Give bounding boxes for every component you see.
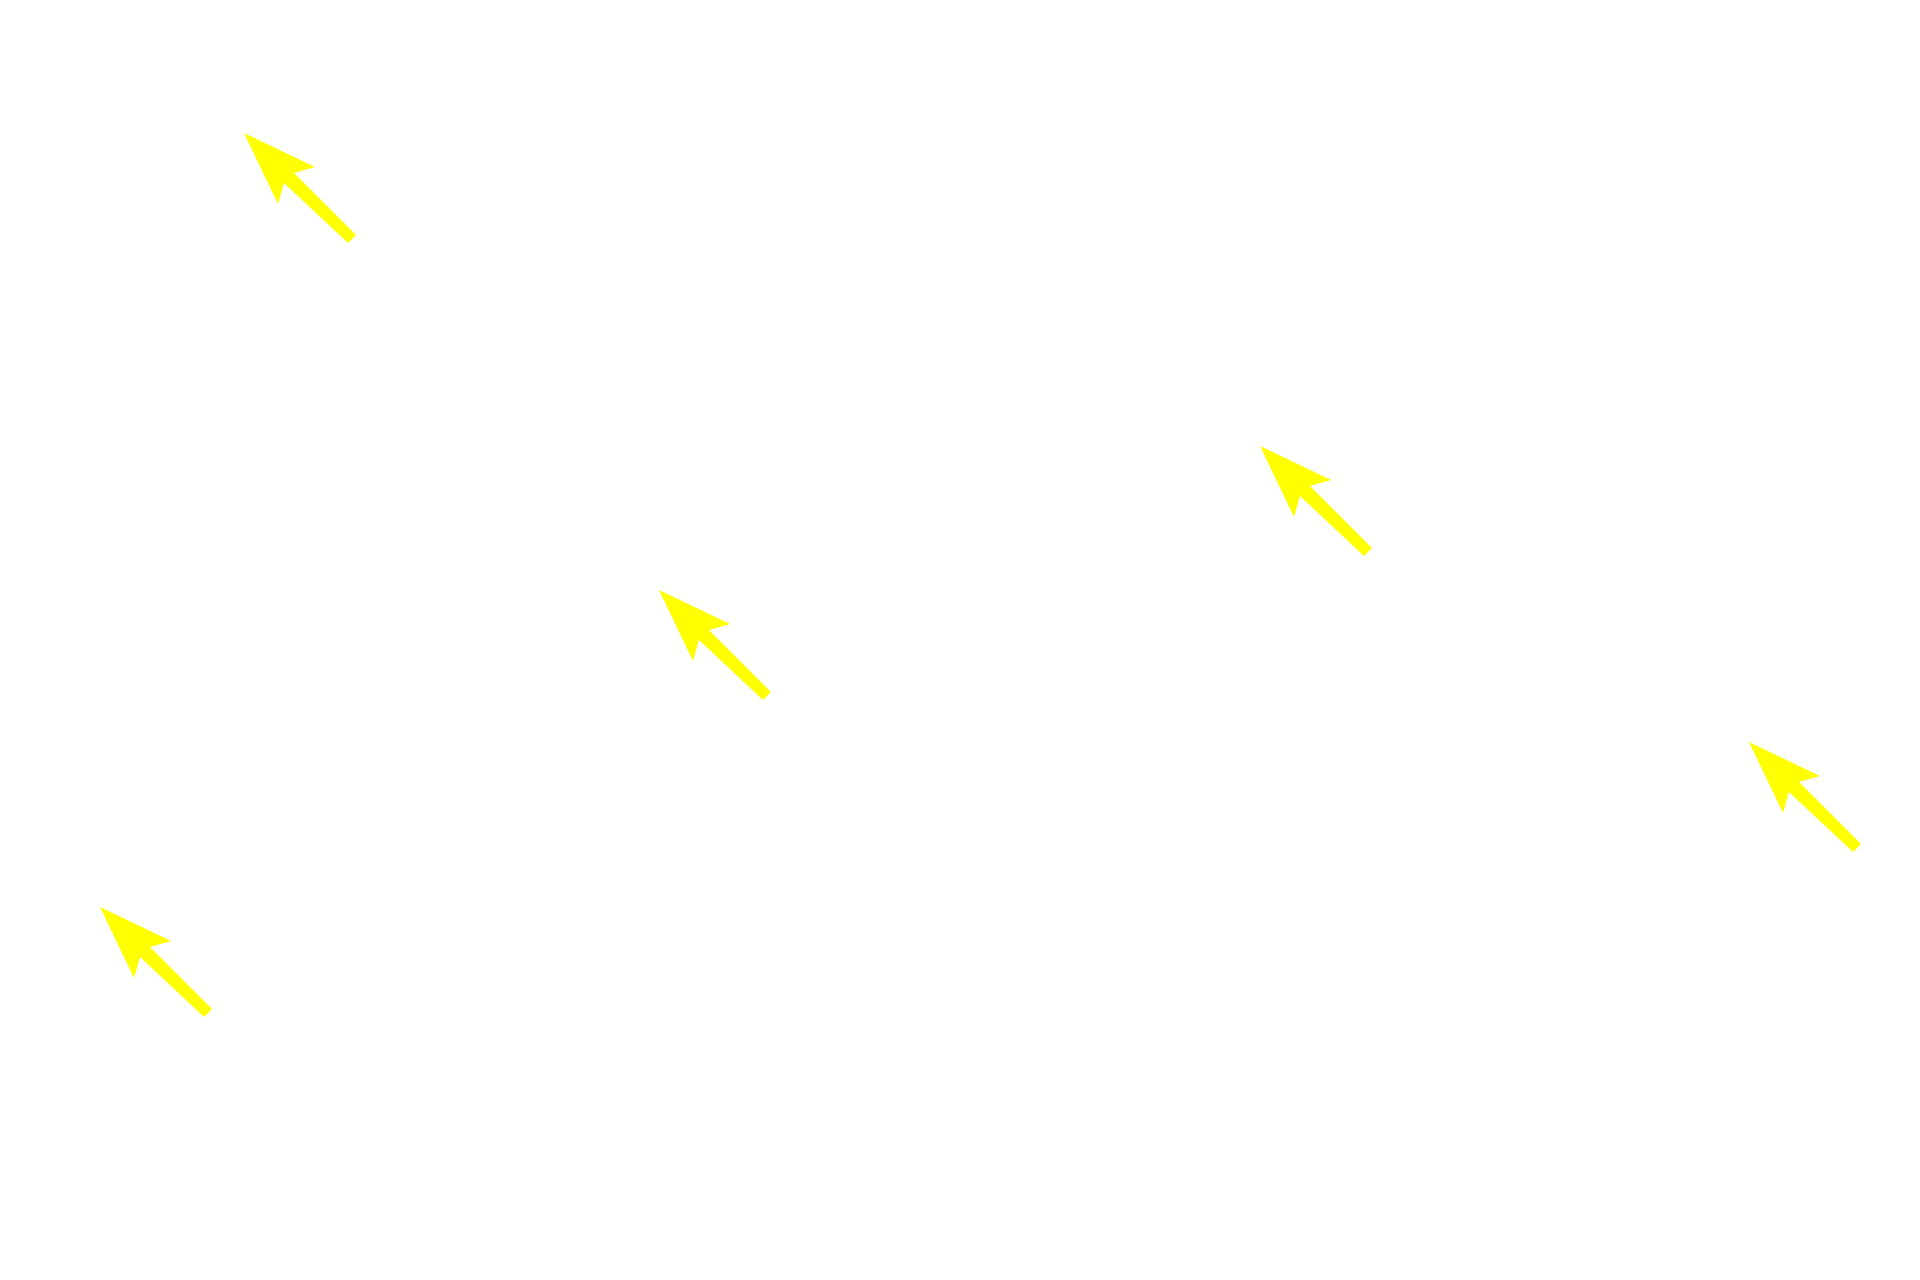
arrow-shape [1749,742,1861,852]
arrow-shape [100,907,212,1017]
arrow-up-left-icon [1749,742,1869,862]
arrow-shape [244,133,356,243]
arrow-shape [659,590,771,700]
arrow-up-left-icon [659,590,779,710]
arrow-up-left-icon [1260,446,1380,566]
arrow-shape [1260,446,1372,556]
arrow-up-left-icon [100,907,220,1027]
arrow-up-left-icon [244,133,364,253]
